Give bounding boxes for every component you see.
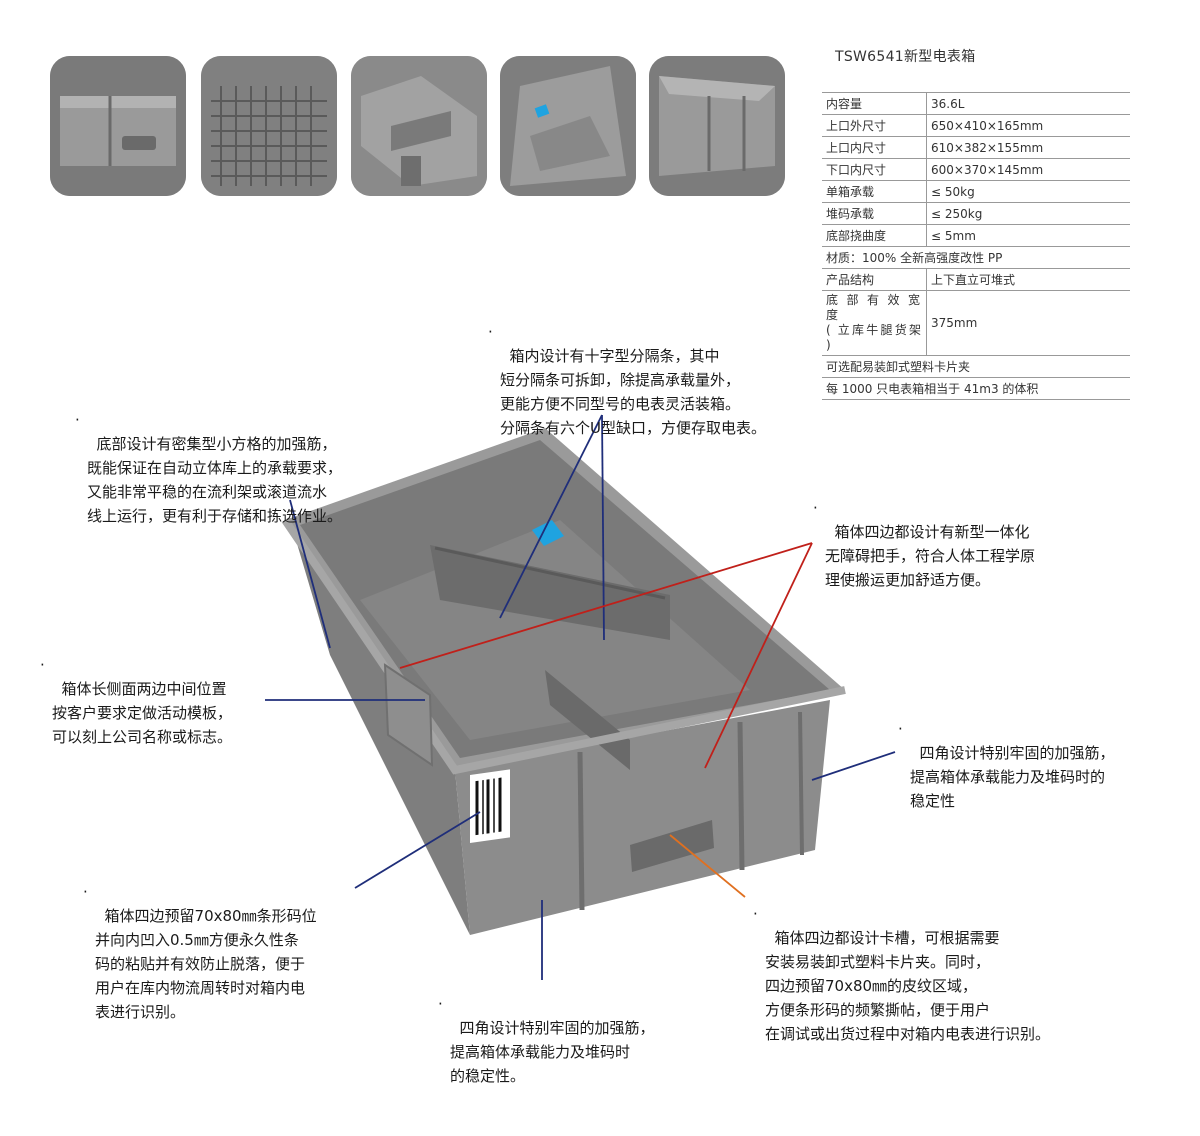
note-corner-bottom: · 四角设计特别牢固的加强筋， 提高箱体承载能力及堆码时 的稳定性。	[438, 992, 655, 1088]
barcode-icon	[475, 777, 502, 836]
front-handle	[630, 820, 714, 872]
note-bottom-text: 底部设计有密集型小方格的加强筋， 既能保证在自动立体库上的承载要求， 又能非常平…	[87, 435, 343, 525]
note-handle: · 箱体四边都设计有新型一体化 无障碍把手，符合人体工程学原 理使搬运更加舒适方便…	[813, 496, 1036, 592]
thumbnail-side-view[interactable]	[649, 56, 785, 196]
note-barcode: · 箱体四边预留70x80㎜条形码位 并向内凹入0.5㎜方便永久性条 码的粘贴并有…	[83, 880, 317, 1024]
note-card-slot-text: 箱体四边都设计卡槽，可根据需要 安装易装卸式塑料卡片夹。同时， 四边预留70x8…	[765, 929, 1051, 1043]
thumbnail-inner-corner[interactable]	[500, 56, 636, 196]
note-corner-right: · 四角设计特别牢固的加强筋， 提高箱体承载能力及堆码时的 稳定性	[898, 717, 1115, 813]
spec-key: 产品结构	[822, 268, 927, 291]
note-divider: · 箱内设计有十字型分隔条，其中 短分隔条可拆卸，除提高承载量外， 更能方便不同型…	[488, 320, 766, 440]
spec-material: 材质：100% 全新高强度改性 PP	[822, 246, 1130, 269]
bullet-dot: ·	[40, 656, 45, 674]
bullet-dot: ·	[75, 411, 80, 429]
note-corner-bottom-text: 四角设计特别牢固的加强筋， 提高箱体承载能力及堆码时 的稳定性。	[450, 1019, 655, 1085]
note-handle-text: 箱体四边都设计有新型一体化 无障碍把手，符合人体工程学原 理使搬运更加舒适方便。	[825, 523, 1036, 589]
spec-key: 上口外尺寸	[822, 114, 927, 137]
spec-row: 底部挠曲度≤ 5mm	[822, 224, 1130, 247]
bullet-dot: ·	[813, 499, 818, 517]
note-divider-text: 箱内设计有十字型分隔条，其中 短分隔条可拆卸，除提高承载量外， 更能方便不同型号…	[500, 347, 766, 437]
spec-value: 375mm	[926, 290, 1130, 356]
note-bottom: · 底部设计有密集型小方格的加强筋， 既能保证在自动立体库上的承载要求， 又能非常…	[75, 408, 343, 528]
spec-key-line1: 底 部 有 效 宽 度	[826, 293, 922, 322]
spec-value: 上下直立可堆式	[926, 268, 1130, 291]
callout-line-divider-b	[601, 414, 605, 641]
note-card-slot: · 箱体四边都设计卡槽，可根据需要 安装易装卸式塑料卡片夹。同时， 四边预留70x…	[753, 902, 1051, 1046]
bullet-dot: ·	[83, 883, 88, 901]
note-barcode-text: 箱体四边预留70x80㎜条形码位 并向内凹入0.5㎜方便永久性条 码的粘贴并有效…	[95, 907, 317, 1021]
spec-row-structure: 产品结构上下直立可堆式	[822, 268, 1130, 291]
thumbnail-grid-bottom[interactable]	[201, 56, 337, 196]
crate-left-wall	[290, 520, 470, 935]
thumbnail-divider[interactable]	[351, 56, 487, 196]
spec-key-line2: ( 立库牛腿货架 )	[826, 323, 922, 352]
callout-line-handle-b	[704, 542, 813, 769]
spec-volume: 每 1000 只电表箱相当于 41m3 的体积	[822, 377, 1130, 400]
callout-line-corner-right	[811, 751, 896, 781]
callout-line-divider-a	[499, 414, 603, 619]
callout-line-bottom	[289, 499, 331, 649]
bullet-dot: ·	[753, 905, 758, 923]
spec-row-material: 材质：100% 全新高强度改性 PP	[822, 246, 1130, 269]
spec-row-volume: 每 1000 只电表箱相当于 41m3 的体积	[822, 377, 1130, 400]
template-panel	[383, 663, 434, 767]
bullet-dot: ·	[488, 323, 493, 341]
short-divider	[545, 670, 630, 770]
callout-line-card-slot	[669, 834, 746, 898]
note-template-text: 箱体长侧面两边中间位置 按客户要求定做活动模板， 可以刻上公司名称或标志。	[52, 680, 233, 746]
crate-front-wall	[455, 700, 830, 935]
spec-value: 650×410×165mm	[926, 114, 1130, 137]
thumbnail-handle[interactable]	[50, 56, 186, 196]
spec-title: TSW6541新型电表箱	[835, 49, 976, 65]
long-divider	[430, 545, 670, 640]
note-corner-right-text: 四角设计特别牢固的加强筋， 提高箱体承载能力及堆码时的 稳定性	[910, 744, 1115, 810]
callout-line-handle-a	[399, 542, 813, 669]
spec-row: 堆码承载≤ 250kg	[822, 202, 1130, 225]
bullet-dot: ·	[898, 720, 903, 738]
spec-key: 内容量	[822, 92, 927, 115]
spec-value: 610×382×155mm	[926, 136, 1130, 159]
bullet-dot: ·	[438, 995, 443, 1013]
note-template: · 箱体长侧面两边中间位置 按客户要求定做活动模板， 可以刻上公司名称或标志。	[40, 653, 233, 749]
callout-line-barcode	[354, 811, 481, 889]
